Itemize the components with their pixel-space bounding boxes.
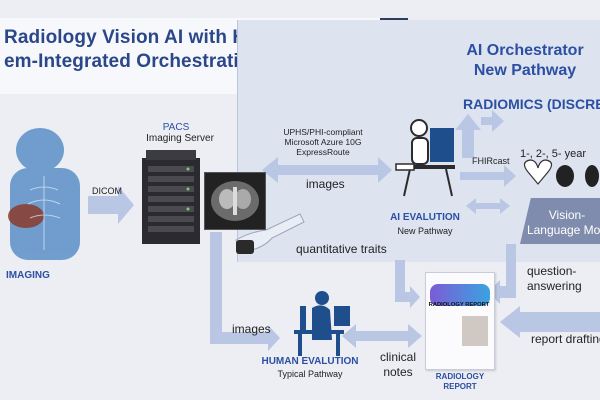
network-line-1: UPHS/PHI-compliant bbox=[283, 127, 363, 137]
images-top-label: images bbox=[306, 177, 345, 191]
vlm-line-2: Language Mod bbox=[526, 223, 600, 237]
dicom-label: DICOM bbox=[92, 186, 122, 196]
ai-evaluation-subtitle: New Pathway bbox=[397, 226, 453, 236]
fhircast-label: FHIRcast bbox=[472, 156, 510, 166]
page-title-line-2: em-Integrated Orchestration bbox=[4, 51, 263, 72]
report-header-text: RADIOLOGY REPORT bbox=[428, 302, 490, 308]
pacs-title: PACS bbox=[162, 122, 190, 133]
clinical-line-2: notes bbox=[383, 365, 413, 379]
report-header-graphic bbox=[430, 284, 490, 306]
images-bottom-label: images bbox=[232, 322, 271, 336]
human-evaluation-title: HUMAN EVALUTION bbox=[261, 356, 359, 367]
clinical-line-1: clinical bbox=[380, 350, 417, 364]
clinical-notes-label: clinical notes bbox=[380, 350, 416, 380]
vision-language-model-label: Vision- Language Mod bbox=[512, 208, 600, 238]
pacs-subtitle: Imaging Server bbox=[146, 133, 214, 144]
report-drafting-label: report drafting bbox=[531, 332, 600, 346]
orchestrator-subtitle: New Pathway bbox=[473, 62, 577, 79]
quantitative-traits-label: quantitative traits bbox=[296, 242, 387, 256]
page-title-line-1: Radiology Vision AI with Health bbox=[4, 27, 292, 48]
years-label: 1-, 2-, 5- year bbox=[520, 148, 587, 160]
question-line-2: answering bbox=[527, 279, 582, 293]
report-image bbox=[462, 316, 488, 346]
network-line-2: Microsoft Azure 10G bbox=[284, 137, 362, 147]
ai-evaluation-title: AI EVALUTION bbox=[390, 212, 460, 223]
radiomics-label: RADIOMICS (DISCRETE bbox=[463, 96, 600, 112]
network-line-3: ExpressRoute bbox=[296, 147, 350, 157]
report-caption-line-2: REPORT bbox=[443, 382, 477, 391]
vlm-line-1: Vision- bbox=[548, 208, 586, 222]
orchestrator-title: AI Orchestrator bbox=[466, 42, 584, 59]
ct-scan-image bbox=[204, 172, 266, 230]
network-label: UPHS/PHI-compliant Microsoft Azure 10G E… bbox=[268, 127, 378, 157]
imaging-label: IMAGING bbox=[6, 270, 50, 281]
human-evaluation-subtitle: Typical Pathway bbox=[277, 369, 343, 379]
report-caption: RADIOLOGY REPORT bbox=[425, 372, 495, 392]
question-answering-label: question- answering bbox=[527, 264, 582, 294]
report-caption-line-1: RADIOLOGY bbox=[435, 372, 485, 381]
vision-language-model-box bbox=[520, 198, 600, 244]
question-line-1: question- bbox=[527, 264, 577, 278]
